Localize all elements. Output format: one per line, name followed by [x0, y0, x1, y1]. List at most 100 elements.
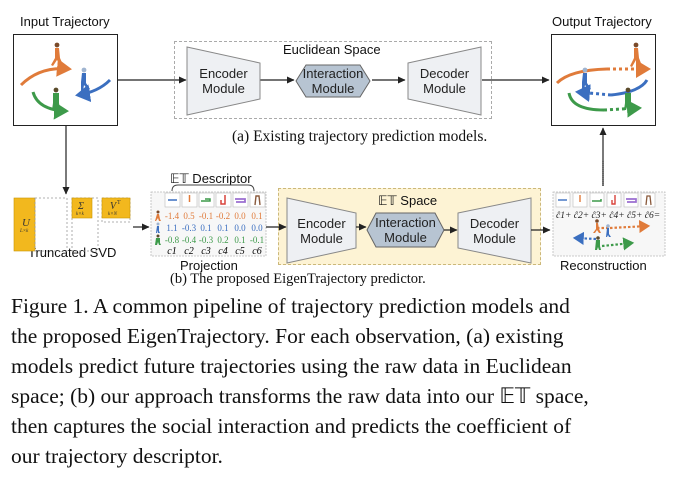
blue-trajectory-arc — [75, 78, 112, 103]
matrix-sigma-dims: k×k — [76, 212, 85, 217]
caption-line: then captures the social interaction and… — [11, 414, 572, 438]
recon-blue-path — [572, 231, 597, 246]
eigenvector-tile-3 — [198, 192, 215, 208]
green-observed-arc — [567, 92, 605, 112]
orange-agent-icon — [155, 210, 161, 221]
blue-observed-arc — [610, 79, 649, 97]
reconstruction-formula: ĉ1+ ĉ2+ ĉ3+ ĉ4+ ĉ5+ ĉ6= — [556, 211, 660, 221]
input-trajectory-label: Input Trajectory — [20, 14, 110, 29]
coefficient-cell: -0.2 — [216, 211, 230, 221]
coefficient-cell: 1.1 — [166, 223, 177, 233]
interaction-module-line2: Module — [311, 81, 355, 96]
coefficient-cell: 0.1 — [251, 211, 262, 221]
caption-line: models predict future trajectories using… — [11, 354, 572, 378]
recon-tile-6 — [640, 192, 656, 208]
coefficient-cell: 0.1 — [234, 235, 245, 245]
output-trajectory-figure — [555, 42, 651, 118]
matrix-u-truncated — [34, 197, 68, 252]
matrix-vt-sup: T — [117, 200, 121, 206]
green-predicted-arc — [603, 99, 642, 118]
eigenvector-tile-5 — [232, 192, 249, 208]
output-trajectory-label: Output Trajectory — [552, 14, 652, 29]
coefficient-cell: 0.1 — [200, 223, 211, 233]
truncated-svd-figure: U L×k Σ k×k V T k×N — [13, 197, 131, 252]
interaction-module-line1: Interaction — [302, 66, 364, 81]
encoder-module-shape — [186, 46, 261, 116]
et-encoder-module-line2: Module — [300, 231, 343, 246]
et-encoder-module-shape — [286, 197, 357, 264]
coefficient-index: c4 — [218, 246, 227, 257]
coefficient-cell: -0.4 — [182, 235, 197, 245]
et-interaction-module: Interaction Module — [367, 215, 444, 245]
euclidean-space-label: Euclidean Space — [283, 42, 381, 57]
blue-pedestrian-icon — [81, 67, 90, 91]
orange-pedestrian-icon — [51, 42, 63, 66]
encoder-module-line2: Module — [202, 81, 245, 96]
encoder-module-line1: Encoder — [199, 66, 248, 81]
decoder-module-line1: Decoder — [419, 66, 470, 81]
recon-tile-3 — [589, 192, 605, 208]
matrix-vt — [101, 197, 131, 219]
recon-tile-5 — [623, 192, 639, 208]
coefficient-cell: 0.0 — [234, 223, 246, 233]
matrix-u — [13, 197, 36, 252]
et-interaction-module-line2: Module — [384, 230, 427, 245]
green-pedestrian-icon — [52, 87, 60, 110]
coefficient-cell: -0.8 — [165, 235, 180, 245]
eigenvector-tiles — [164, 192, 266, 208]
coefficient-cell: -0.1 — [250, 235, 264, 245]
reconstruction-eigenvector-tiles — [555, 192, 656, 208]
coefficient-cell: -1.4 — [165, 211, 180, 221]
blue-pedestrian-icon — [606, 224, 611, 237]
matrix-vt-symbol: V — [110, 201, 118, 212]
blue-agent-icon — [156, 222, 160, 233]
interaction-module: Interaction Module — [296, 66, 370, 96]
et-interaction-module-shape — [366, 212, 445, 248]
interaction-module-shape — [295, 64, 371, 98]
decoder-module-shape — [407, 46, 482, 116]
projection-label: Projection — [180, 258, 238, 273]
et-space-label: 𝔼𝕋 Space — [378, 193, 438, 208]
encoder-module: Encoder Module — [187, 66, 260, 96]
coefficient-index: c2 — [184, 246, 193, 257]
coefficient-index: c5 — [235, 246, 244, 257]
et-decoder-module-line1: Decoder — [469, 216, 520, 231]
et-decoder-module: Decoder Module — [458, 216, 531, 246]
input-trajectory-figure — [19, 42, 112, 120]
coefficient-cell: -0.3 — [182, 223, 197, 233]
coefficient-cell: 0.0 — [234, 211, 246, 221]
green-agent-icon — [155, 234, 161, 245]
coefficient-cell: -0.3 — [199, 235, 214, 245]
eigenvector-tile-6 — [249, 192, 266, 208]
caption-line: Figure 1. A common pipeline of trajector… — [11, 294, 570, 318]
coefficient-index: c1 — [167, 246, 176, 257]
matrix-sigma-symbol: Σ — [77, 201, 84, 212]
coefficient-cell: 0.2 — [217, 235, 228, 245]
coefficient-cell: 0.5 — [183, 211, 195, 221]
decoder-module-line2: Module — [423, 81, 466, 96]
green-pedestrian-icon — [595, 236, 601, 250]
et-decoder-module-shape — [457, 197, 532, 264]
orange-observed-arc — [555, 67, 608, 85]
reconstruction-figure: ĉ1+ ĉ2+ ĉ3+ ĉ4+ ĉ5+ ĉ6= — [552, 191, 666, 257]
truncated-svd-label: Truncated SVD — [28, 245, 117, 260]
blue-pedestrian-icon — [582, 67, 591, 91]
coefficient-cell: 0.1 — [217, 223, 228, 233]
et-encoder-module-line1: Encoder — [297, 216, 346, 231]
orange-pedestrian-icon — [593, 219, 601, 233]
et-encoder-module: Encoder Module — [287, 216, 356, 246]
green-trajectory-arc — [31, 91, 69, 120]
decoder-module: Decoder Module — [408, 66, 481, 96]
recon-tile-4 — [606, 192, 622, 208]
reconstruction-label: Reconstruction — [560, 258, 647, 273]
descriptor-brace — [171, 184, 255, 192]
eigenvector-tile-4 — [215, 192, 232, 208]
coefficient-index: c6 — [252, 246, 261, 257]
caption-line: our trajectory descriptor. — [11, 444, 223, 468]
matrix-u-symbol: U — [22, 217, 31, 229]
et-decoder-module-line2: Module — [473, 231, 516, 246]
subcaption-a: (a) Existing trajectory prediction model… — [232, 128, 488, 145]
